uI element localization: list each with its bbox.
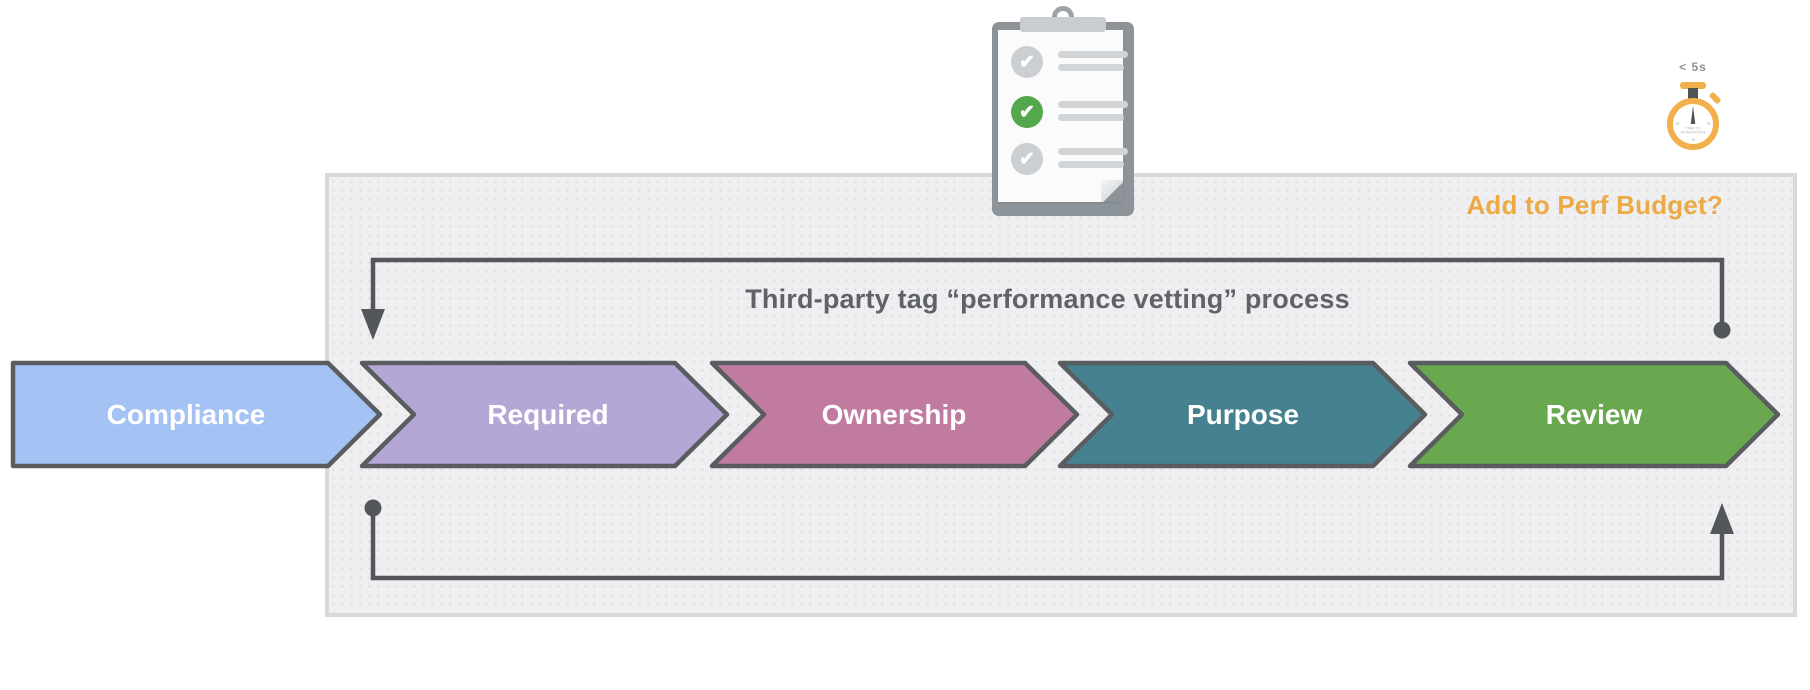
bottom-loop-start-dot bbox=[364, 499, 382, 517]
checklist-item: ✔ bbox=[1011, 46, 1128, 78]
checklist-text-line bbox=[1058, 148, 1128, 155]
stopwatch-dial-text-line1: TIME TO bbox=[1685, 126, 1701, 131]
stopwatch-side-button bbox=[1708, 91, 1722, 105]
bottom-loop-arrowhead-icon bbox=[1710, 503, 1734, 534]
checklist-text-line bbox=[1058, 64, 1124, 71]
clipboard-page: ✔ ✔ ✔ bbox=[998, 30, 1128, 202]
step-label-required: Required bbox=[487, 399, 608, 430]
top-loop-line bbox=[370, 257, 1725, 330]
bottom-loop-line bbox=[370, 508, 1725, 581]
checklist-item: ✔ bbox=[1011, 96, 1128, 128]
stopwatch-dial-text: TIME TO INTERACTIVE bbox=[1680, 126, 1707, 135]
checklist-text-line bbox=[1058, 114, 1124, 121]
top-loop-start-dot bbox=[1713, 321, 1731, 339]
step-label-purpose: Purpose bbox=[1187, 399, 1299, 430]
checklist-text-line bbox=[1058, 101, 1128, 108]
step-arrow-required bbox=[359, 360, 730, 469]
step-arrow-purpose bbox=[1057, 360, 1428, 469]
step-arrow-review bbox=[1407, 360, 1781, 469]
step-label-ownership: Ownership bbox=[822, 399, 967, 430]
stopwatch-stem bbox=[1688, 88, 1698, 100]
stopwatch-dial-text-line2: INTERACTIVE bbox=[1680, 130, 1707, 135]
stopwatch-needle bbox=[1690, 106, 1696, 124]
clipboard-clip bbox=[1020, 17, 1106, 32]
step-arrow-ownership bbox=[709, 360, 1080, 469]
stopwatch-icon: < 5s TIME TO INTERACTIVE bbox=[1650, 60, 1736, 164]
top-loop-connector bbox=[361, 257, 1731, 340]
stopwatch-tick bbox=[1676, 122, 1679, 125]
step-label-review: Review bbox=[1546, 399, 1643, 430]
checklist-clipboard-icon: ✔ ✔ ✔ bbox=[992, 4, 1134, 216]
check-icon: ✔ bbox=[1011, 143, 1043, 175]
stopwatch-tick bbox=[1692, 138, 1695, 141]
stopwatch-dial bbox=[1667, 98, 1719, 150]
check-icon: ✔ bbox=[1011, 96, 1043, 128]
stopwatch-tick bbox=[1707, 122, 1710, 125]
checklist-item: ✔ bbox=[1011, 143, 1128, 175]
checklist-text-line bbox=[1058, 161, 1124, 168]
diagram-title: Third-party tag “performance vetting” pr… bbox=[745, 284, 1350, 314]
stopwatch-time-label: < 5s bbox=[1679, 60, 1707, 74]
perf-budget-label: Add to Perf Budget? bbox=[1466, 190, 1723, 220]
check-icon: ✔ bbox=[1011, 46, 1043, 78]
step-arrow-compliance bbox=[10, 360, 383, 469]
checklist-text-line bbox=[1058, 51, 1128, 58]
top-loop-arrowhead-icon bbox=[361, 309, 385, 340]
step-label-compliance: Compliance bbox=[107, 399, 266, 430]
bottom-loop-connector bbox=[364, 499, 1734, 581]
stopwatch-cap bbox=[1680, 82, 1706, 89]
